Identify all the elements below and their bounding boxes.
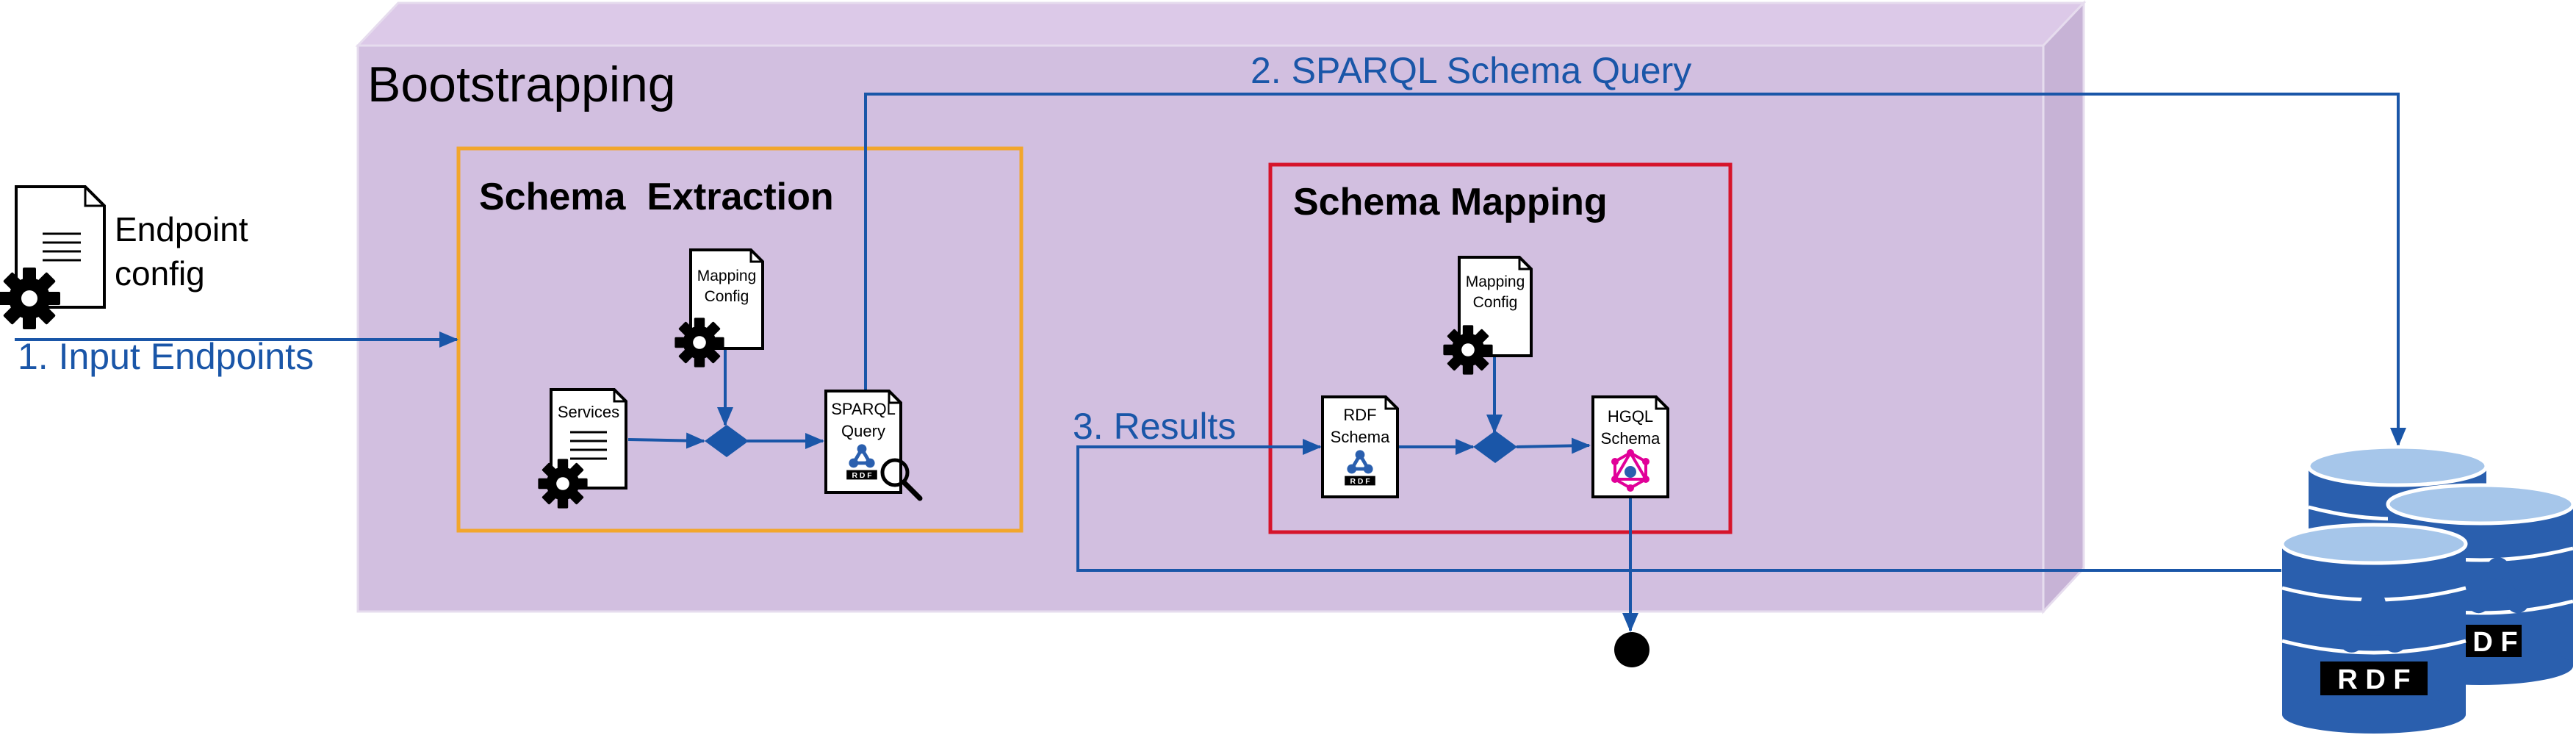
graphql-logo-icon <box>1611 449 1649 492</box>
services-document: Services <box>538 388 627 509</box>
endpoint-config-label-line1: Endpoint <box>115 210 248 248</box>
hgql-schema-document: HGQL Schema <box>1591 395 1669 498</box>
rdf-logo-icon: R D F <box>1345 450 1375 486</box>
sparql-query-line2: Query <box>841 422 885 440</box>
extraction-mapping-config-line1: Mapping <box>697 268 757 284</box>
rdf-schema-line2: Schema <box>1331 428 1390 446</box>
svg-text:R D F: R D F <box>852 472 871 480</box>
container-title: Bootstrapping <box>367 57 676 112</box>
rdf-badge-partial: D F <box>2472 627 2517 658</box>
schema-mapping-box: Schema Mapping <box>1268 162 1733 534</box>
svg-text:R D F: R D F <box>1350 478 1370 486</box>
gear-icon <box>674 318 724 368</box>
hgql-schema-line1: HGQL <box>1608 407 1653 426</box>
rdf-schema-line1: RDF <box>1343 406 1376 424</box>
rdf-badge: R D F <box>2337 664 2410 695</box>
end-event-icon <box>1614 632 1649 667</box>
results-label: 3. Results <box>1073 406 1236 447</box>
mapping-mapping-config-document: Mapping Config <box>1443 256 1533 375</box>
extraction-mapping-config-line2: Config <box>705 288 749 305</box>
rdf-logo-icon: R D F <box>846 444 877 480</box>
services-label: Services <box>558 403 619 421</box>
sparql-query-document: SPARQL Query R D F <box>824 390 923 501</box>
gear-icon <box>1443 325 1493 375</box>
extraction-mapping-config-document: Mapping Config <box>674 248 764 368</box>
gateway-diamond-icon <box>1473 431 1517 463</box>
schema-extraction-title: Schema Extraction <box>479 176 834 218</box>
document-icon <box>570 431 607 460</box>
gear-icon <box>538 459 588 509</box>
hgql-schema-line2: Schema <box>1601 429 1661 448</box>
gateway-diamond-icon <box>705 425 749 457</box>
schema-mapping-title: Schema Mapping <box>1293 181 1608 223</box>
schema-extraction-box: Schema Extraction <box>456 146 1023 533</box>
database-front: R D F <box>2280 523 2468 734</box>
rdf-schema-document: RDF Schema R D F <box>1321 395 1399 498</box>
mapping-mapping-config-line1: Mapping <box>1466 273 1525 290</box>
gear-icon <box>0 268 60 329</box>
results-arrow <box>1076 439 2281 572</box>
sparql-schema-query-label: 2. SPARQL Schema Query <box>1251 50 1691 91</box>
bootstrapping-container: Bootstrapping <box>355 0 2087 614</box>
mapping-mapping-config-line2: Config <box>1473 294 1518 311</box>
magnifier-icon <box>880 458 923 501</box>
endpoint-config-label-line2: config <box>115 254 205 293</box>
endpoint-config-document: Endpoint config <box>0 185 248 329</box>
sparql-schema-query-arrow <box>864 93 2406 447</box>
connectors <box>15 93 2406 632</box>
rdf-logo-icon: R D F <box>2320 591 2428 695</box>
input-endpoints-label: 1. Input Endpoints <box>18 336 314 377</box>
sparql-query-line1: SPARQL <box>831 400 896 418</box>
document-icon <box>43 232 81 262</box>
